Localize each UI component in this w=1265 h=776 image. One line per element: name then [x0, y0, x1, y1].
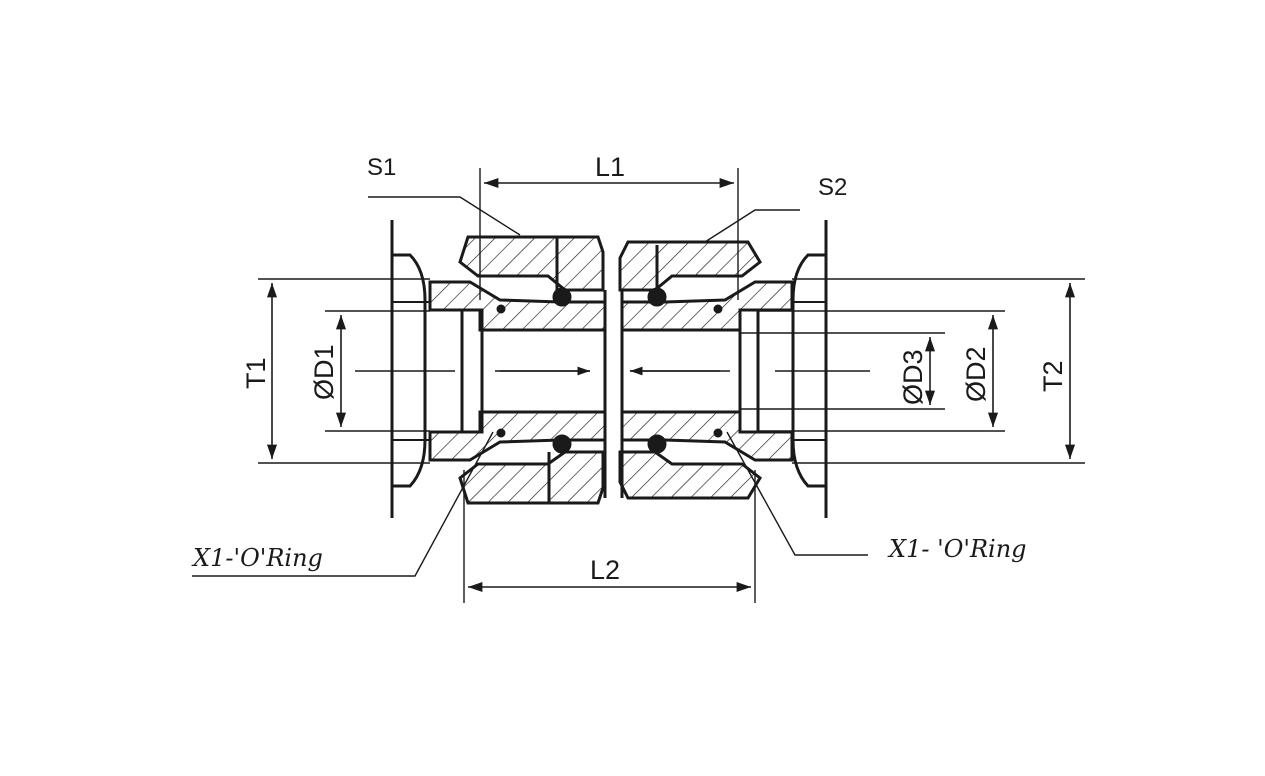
dimension-t2: T2 [1038, 283, 1076, 459]
dim-label-d3: ØD3 [898, 349, 928, 405]
dim-label-l1: L1 [595, 152, 625, 182]
dimension-t1: T1 [241, 283, 278, 459]
label-s2: S2 [818, 174, 847, 201]
bore-lines [482, 290, 740, 498]
dim-label-d2: ØD2 [961, 346, 991, 402]
label-oring-right: X1- 'O'Ring [887, 535, 1027, 563]
left-tube-stub [390, 220, 470, 518]
extension-lines [258, 168, 1085, 603]
dimension-d1: ØD1 [309, 315, 347, 427]
right-nut [618, 240, 762, 500]
leader-s2: S2 [704, 174, 847, 243]
leader-oring-right: X1- 'O'Ring [726, 431, 1027, 563]
leader-s1: S1 [367, 154, 521, 236]
label-oring-left: X1-'O'Ring [191, 544, 323, 572]
label-s1: S1 [367, 154, 396, 181]
left-nut [458, 235, 605, 505]
leader-oring-left: X1-'O'Ring [191, 431, 494, 577]
dim-label-t1: T1 [241, 357, 271, 389]
o-ring-seals [496, 287, 723, 454]
dimension-l1: L1 [484, 152, 734, 189]
dim-label-l2: L2 [590, 555, 620, 585]
dim-label-t2: T2 [1038, 360, 1068, 392]
right-tube-stub [760, 220, 828, 518]
dim-label-d1: ØD1 [309, 344, 339, 400]
dimension-l2: L2 [468, 555, 751, 593]
dimension-d3: ØD3 [898, 337, 936, 405]
dimension-d2: ØD2 [961, 315, 999, 427]
